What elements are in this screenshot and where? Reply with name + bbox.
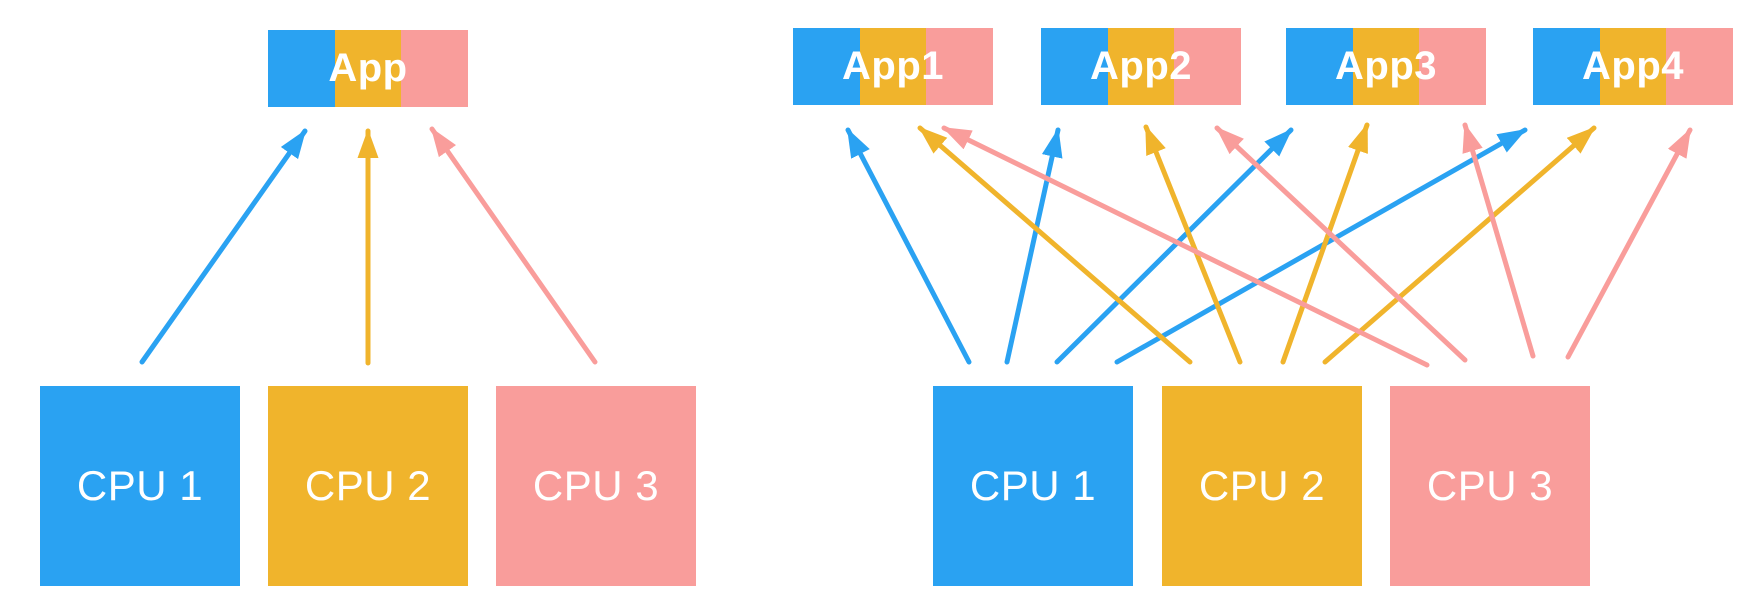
arrow-right-cpu2-to-app1: [917, 125, 1193, 365]
right-app1-box: App1: [793, 28, 994, 105]
app-segment-blue: [1286, 28, 1353, 105]
app-segment-yellow: [1107, 28, 1175, 105]
right-cpu1-label: CPU 1: [969, 462, 1097, 509]
arrow-right-cpu1-to-app4: [1114, 127, 1528, 365]
app-segment-pink: [1419, 28, 1487, 105]
right-app1-label: App1: [842, 44, 944, 88]
app-segment-yellow: [1352, 28, 1420, 105]
right-cpu3-label: CPU 3: [1426, 462, 1554, 509]
left-app-label: App: [328, 46, 408, 90]
left-cpu3-box: CPU 3: [496, 386, 696, 586]
arrow-right-cpu2-to-app2: [1143, 124, 1243, 365]
arrow-right-cpu3-to-app2: [1214, 125, 1468, 363]
app-segment-yellow: [1599, 28, 1667, 105]
left-cpu2-label: CPU 2: [304, 462, 432, 509]
arrow-right-cpu1-to-app1: [845, 127, 972, 365]
right-app2-label: App2: [1090, 44, 1192, 88]
arrow-right-cpu3-to-app4: [1565, 127, 1693, 360]
arrow-left-cpu1-to-app: [139, 128, 308, 365]
right-cpu3-box: CPU 3: [1390, 386, 1590, 586]
right-cpu2-box: CPU 2: [1162, 386, 1362, 586]
app-segment-yellow: [334, 30, 402, 107]
left-cpu3-label: CPU 3: [532, 462, 660, 509]
app-segment-blue: [793, 28, 860, 105]
app-segment-blue: [1041, 28, 1108, 105]
right-app4-box: App4: [1533, 28, 1734, 105]
right-cpu1-box: CPU 1: [933, 386, 1133, 586]
arrow-right-cpu1-to-app2: [1004, 127, 1063, 365]
app-segment-pink: [926, 28, 994, 105]
app-segment-blue: [1533, 28, 1600, 105]
app-segment-yellow: [859, 28, 927, 105]
arrow-right-cpu3-to-app3: [1462, 122, 1536, 359]
left-app-box: App: [268, 30, 469, 107]
right-app3-box: App3: [1286, 28, 1487, 105]
arrow-right-cpu2-to-app4: [1322, 125, 1597, 365]
right-app3-label: App3: [1335, 44, 1437, 88]
left-cpu1-label: CPU 1: [76, 462, 204, 509]
app-segment-pink: [401, 30, 469, 107]
left-cpu1-box: CPU 1: [40, 386, 240, 586]
app-segment-pink: [1666, 28, 1734, 105]
app-segment-blue: [268, 30, 335, 107]
right-app2-box: App2: [1041, 28, 1242, 105]
right-cpu2-label: CPU 2: [1198, 462, 1326, 509]
left-cpu2-box: CPU 2: [268, 386, 468, 586]
arrow-right-cpu3-to-app1: [941, 125, 1430, 368]
arrow-right-cpu1-to-app3: [1054, 127, 1294, 365]
right-app4-label: App4: [1582, 44, 1684, 88]
arrow-left-cpu3-to-app: [429, 126, 598, 365]
arrow-right-cpu2-to-app3: [1280, 122, 1370, 365]
app-segment-pink: [1174, 28, 1242, 105]
